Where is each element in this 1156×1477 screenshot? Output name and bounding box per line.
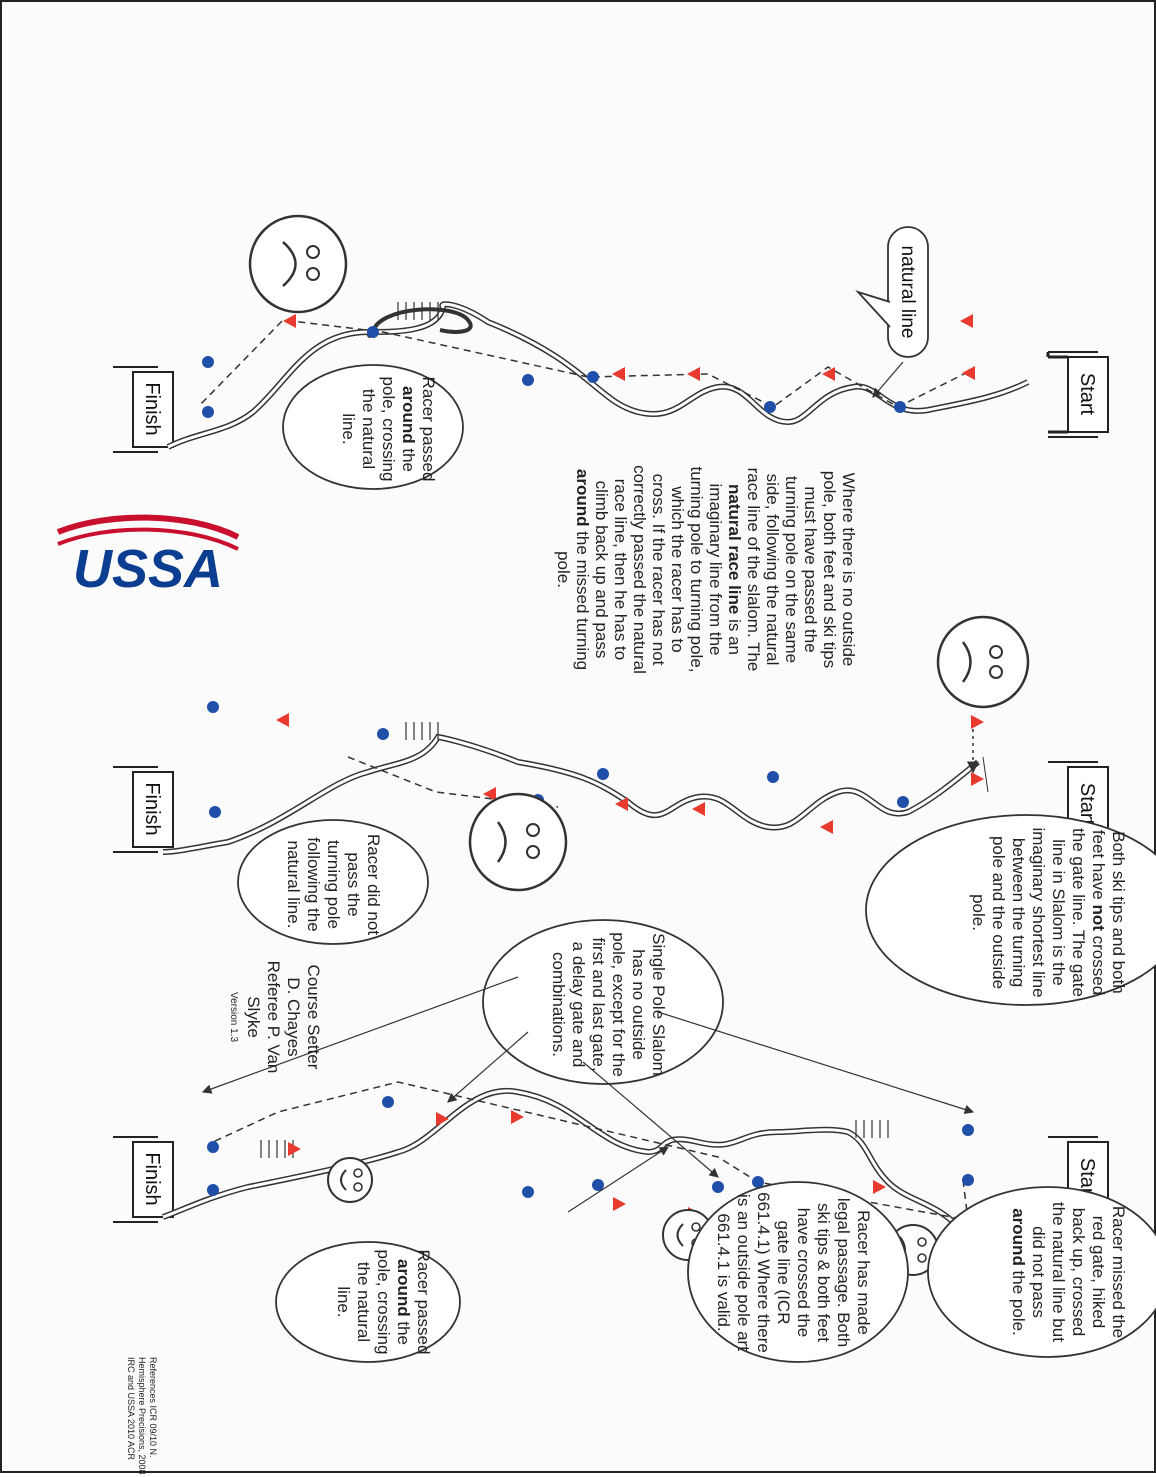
gates-2: [207, 701, 984, 834]
finish-label-1: Finish: [141, 382, 163, 435]
red-gate: [511, 1110, 524, 1124]
blue-gate: [522, 374, 534, 386]
blue-gate: [367, 326, 379, 338]
blue-gate: [202, 356, 214, 368]
single-pole-cloud-text: Single Pole Slalom has no outside pole, …: [548, 932, 668, 1077]
missed-red-gate-text: Racer missed the red gate, hiked back up…: [1008, 1197, 1128, 1347]
finish-gate-3: Finish: [113, 1137, 173, 1222]
blue-gate: [207, 701, 219, 713]
referee: Referee P. Van Slyke: [243, 957, 283, 1077]
blue-gate: [207, 1141, 219, 1153]
red-gate: [971, 772, 984, 786]
gate-line-cloud-text: Both ski tips and both feet have not cro…: [968, 825, 1128, 1000]
red-gate: [276, 713, 289, 727]
natural-line-label: natural line: [897, 246, 918, 339]
happy-face-icon-1: [250, 216, 346, 312]
version: Version 1.3: [223, 957, 243, 1077]
blue-gate: [764, 401, 776, 413]
cloud-text-panel3: Racer passed around the pole, crossing t…: [333, 1247, 433, 1357]
blue-gate: [962, 1124, 974, 1136]
blue-gate: [897, 796, 909, 808]
red-gate: [820, 820, 833, 834]
hatch-3a: [856, 1120, 888, 1138]
hatch-2: [406, 722, 438, 740]
red-gate: [822, 367, 835, 381]
sad-face-icon-2b: [470, 794, 566, 890]
racer-did-not-pass-text: Racer did not pass the turning pole foll…: [283, 827, 383, 942]
blue-gate: [382, 1096, 394, 1108]
blue-gate: [962, 1174, 974, 1186]
blue-gate: [209, 806, 221, 818]
course-setter: Course Setter D. Chayes: [283, 957, 323, 1077]
blue-gate: [522, 1186, 534, 1198]
finish-gate-2: Finish: [113, 767, 173, 852]
logo-text: USSA: [73, 539, 223, 599]
finish-label-2: Finish: [141, 782, 163, 835]
finish-label-3: Finish: [141, 1152, 163, 1205]
blue-gate: [377, 728, 389, 740]
blue-gate: [587, 371, 599, 383]
explanation-text: Where there is no outside pole, both fee…: [554, 462, 858, 677]
red-gate: [960, 314, 973, 328]
red-gate: [687, 367, 700, 381]
red-gate: [613, 1197, 626, 1211]
red-gate: [971, 715, 984, 729]
blue-gate: [767, 771, 779, 783]
panel-1: Start Finish: [113, 216, 1108, 489]
legal-passage-text: Racer has made legal passage. Both ski t…: [713, 1190, 873, 1355]
blue-gate: [894, 401, 906, 413]
start-gate-1: Start: [1048, 352, 1108, 437]
red-gate: [962, 366, 975, 380]
red-gate: [692, 802, 705, 816]
blue-gate: [202, 406, 214, 418]
red-gate: [283, 314, 296, 328]
natural-line-callout: natural line: [858, 227, 928, 397]
ussa-logo: USSA: [58, 518, 238, 599]
cloud-text-panel1: Racer passed around the pole, crossing t…: [338, 374, 438, 484]
blue-gate: [597, 768, 609, 780]
references: References ICR 09/10 N. Hemisphere Preci…: [125, 1357, 158, 1477]
red-gate: [612, 367, 625, 381]
start-label-2: Start: [1076, 783, 1098, 826]
sad-face-icon-2a: [938, 617, 1028, 707]
red-gate: [288, 1142, 301, 1156]
happy-face-icon-3b: [328, 1158, 372, 1202]
blue-gate: [207, 1184, 219, 1196]
finish-gate-1: Finish: [113, 367, 173, 452]
start-label-1: Start: [1076, 373, 1098, 416]
credits: Course Setter D. Chayes Referee P. Van S…: [223, 957, 323, 1077]
